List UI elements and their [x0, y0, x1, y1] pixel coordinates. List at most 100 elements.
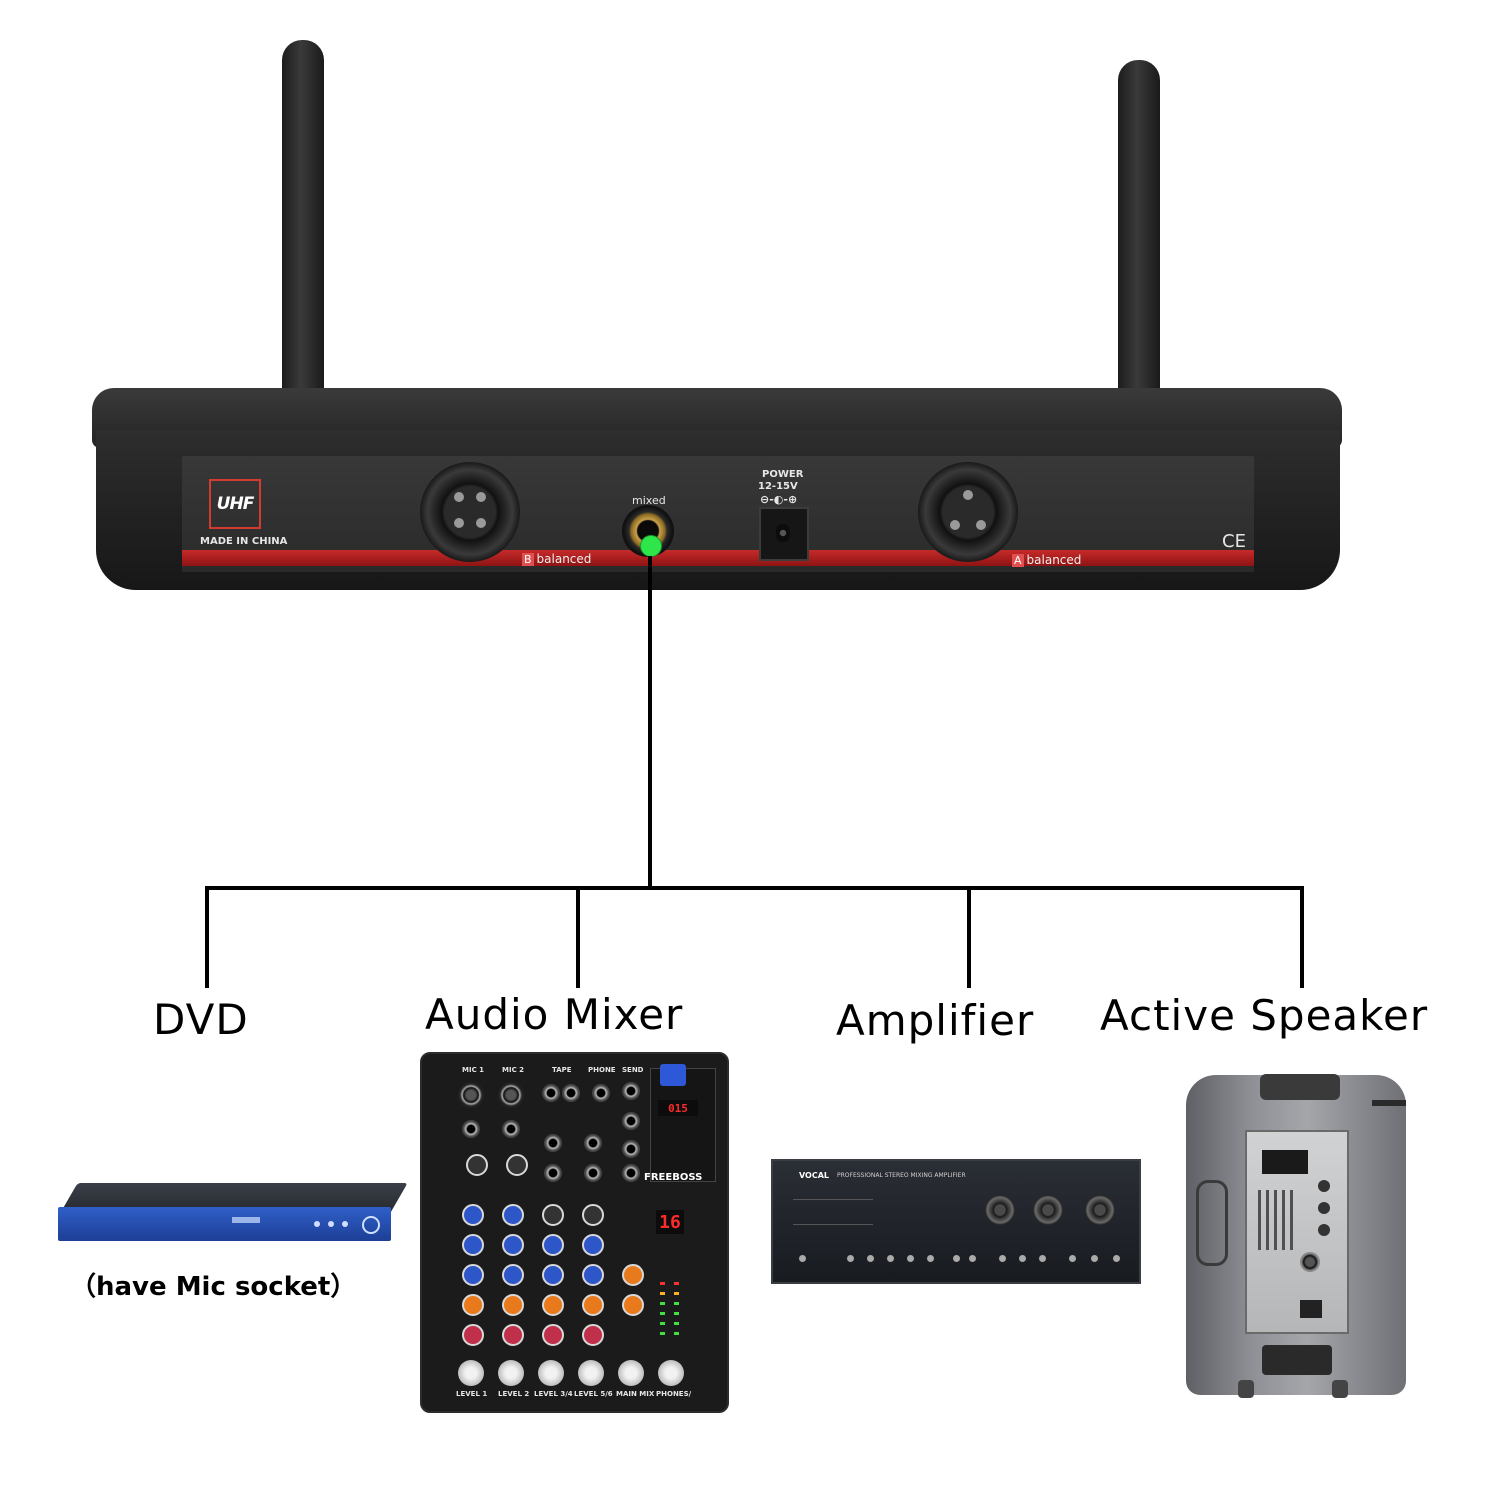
mixer-trim-knob[interactable]: [506, 1154, 528, 1176]
mixer-trim-knob[interactable]: [466, 1154, 488, 1176]
mixer-pan-knob[interactable]: [542, 1324, 564, 1346]
mixer-fx-knob[interactable]: [622, 1294, 644, 1316]
branch-active-speaker: [1300, 886, 1304, 988]
amplifier-control-icon: [1069, 1255, 1076, 1262]
mixer-level-34-knob[interactable]: [538, 1360, 564, 1386]
made-in-label: MADE IN CHINA: [200, 536, 288, 547]
xlr-output-a[interactable]: [918, 462, 1018, 562]
horizontal-bus-line: [205, 886, 1304, 890]
dvd-button-icon: [342, 1221, 348, 1227]
mixer-usb-stick-icon: [660, 1064, 686, 1086]
power-polarity-icon: ⊖-◐-⊕: [760, 493, 798, 506]
mixer-trim-knob[interactable]: [542, 1204, 564, 1226]
mixer-phones-knob[interactable]: [658, 1360, 684, 1386]
mixer-level-1-knob[interactable]: [458, 1360, 484, 1386]
output-a-text: balanced: [1026, 553, 1082, 567]
mixer-channel-label: LEVEL 3/4: [534, 1390, 573, 1398]
amplifier-control-icon: [847, 1255, 854, 1262]
amplifier-control-icon: [867, 1255, 874, 1262]
mixer-eq-low-knob[interactable]: [582, 1264, 604, 1286]
mixer-label-tape: TAPE: [552, 1066, 572, 1074]
speaker-bottom-port: [1262, 1345, 1332, 1375]
amplifier-volume-knob[interactable]: [1033, 1195, 1063, 1225]
dvd-note: （have Mic socket）: [70, 1272, 357, 1302]
label-audio-mixer: Audio Mixer: [425, 990, 684, 1039]
mixer-pan-knob[interactable]: [502, 1324, 524, 1346]
amplifier-control-icon: [999, 1255, 1006, 1262]
output-b-letter: B: [522, 553, 534, 566]
speaker-heatsink: [1274, 1190, 1277, 1250]
mixer-eq-mid-knob[interactable]: [582, 1234, 604, 1256]
speaker-side-handle: [1372, 1100, 1406, 1106]
speaker-top-handle: [1260, 1074, 1340, 1100]
speaker-input-knob-icon: [1318, 1224, 1330, 1236]
amplifier-brand: VOCAL: [799, 1171, 830, 1180]
mixer-main-mix-knob[interactable]: [618, 1360, 644, 1386]
mixer-channel-label: LEVEL 2: [498, 1390, 530, 1398]
mixer-main-out-jack-icon: [622, 1140, 640, 1158]
mixer-aux-knob[interactable]: [462, 1294, 484, 1316]
dvd-disc-logo-icon: [232, 1217, 260, 1223]
mixer-usb-module: [650, 1068, 716, 1182]
mixer-return-jack-icon: [622, 1112, 640, 1130]
mixer-pan-knob[interactable]: [462, 1324, 484, 1346]
mixer-label-phone: PHONE: [588, 1066, 616, 1074]
amplifier-control-icon: [1019, 1255, 1026, 1262]
mixer-eq-mid-knob[interactable]: [462, 1234, 484, 1256]
mixer-main-out-jack-icon: [622, 1164, 640, 1182]
mixer-tape-jack-icon: [562, 1084, 580, 1102]
amplifier-control-icon: [1113, 1255, 1120, 1262]
mixer-mic1-input-icon: [458, 1082, 484, 1108]
mixer-eq-hi-knob[interactable]: [502, 1204, 524, 1226]
dvd-mic-socket-icon: [362, 1216, 380, 1234]
mixer-aux-knob[interactable]: [582, 1294, 604, 1316]
speaker-wheel-icon: [1238, 1380, 1254, 1398]
amplifier-model: PROFESSIONAL STEREO MIXING AMPLIFIER: [837, 1172, 966, 1179]
mixer-eq-mid-knob[interactable]: [502, 1234, 524, 1256]
mixer-stereo-jack-icon: [544, 1164, 562, 1182]
mixer-label-mic1: MIC 1: [462, 1066, 485, 1074]
mixed-output-label: mixed: [632, 494, 666, 507]
mixer-level-meter: [660, 1282, 690, 1352]
mixer-eq-low-knob[interactable]: [462, 1264, 484, 1286]
power-socket[interactable]: [759, 507, 809, 561]
mixer-aux-knob[interactable]: [542, 1294, 564, 1316]
amplifier-volume-knob[interactable]: [1085, 1195, 1115, 1225]
output-a-letter: A: [1012, 554, 1024, 567]
amplifier-image: VOCAL PROFESSIONAL STEREO MIXING AMPLIFI…: [771, 1159, 1141, 1284]
mixer-level-56-knob[interactable]: [578, 1360, 604, 1386]
speaker-power-socket-icon: [1300, 1300, 1322, 1318]
label-dvd: DVD: [153, 995, 249, 1044]
mixer-eq-mid-knob[interactable]: [542, 1234, 564, 1256]
mixer-stereo-jack-icon: [584, 1164, 602, 1182]
mixer-trim-knob[interactable]: [582, 1204, 604, 1226]
mixer-channel-label: MAIN MIX: [616, 1390, 655, 1398]
amplifier-control-icon: [927, 1255, 934, 1262]
speaker-wheel-icon: [1332, 1380, 1348, 1398]
mixer-label-send: SEND: [622, 1066, 644, 1074]
amplifier-volume-knob[interactable]: [985, 1195, 1015, 1225]
amplifier-power-switch-icon: [799, 1255, 806, 1262]
amplifier-info-lines: [793, 1199, 873, 1225]
mixer-aux-knob[interactable]: [502, 1294, 524, 1316]
mixer-fx-knob[interactable]: [622, 1264, 644, 1286]
xlr-output-b[interactable]: [420, 462, 520, 562]
mixer-level-2-knob[interactable]: [498, 1360, 524, 1386]
mixer-channel-label: LEVEL 5/6: [574, 1390, 613, 1398]
output-b-text: balanced: [536, 552, 592, 566]
speaker-display: [1262, 1150, 1308, 1174]
mixer-pan-knob[interactable]: [582, 1324, 604, 1346]
antenna-right: [1118, 60, 1160, 400]
mixer-eq-low-knob[interactable]: [502, 1264, 524, 1286]
mixer-eq-hi-knob[interactable]: [462, 1204, 484, 1226]
mixer-line-input-icon: [502, 1120, 520, 1138]
mixer-channel-label: LEVEL 1: [456, 1390, 488, 1398]
mixer-stereo-jack-icon: [544, 1134, 562, 1152]
branch-amplifier: [967, 886, 971, 988]
antenna-left: [282, 40, 324, 400]
mixer-eq-low-knob[interactable]: [542, 1264, 564, 1286]
dvd-button-icon: [314, 1221, 320, 1227]
amplifier-control-icon: [1039, 1255, 1046, 1262]
